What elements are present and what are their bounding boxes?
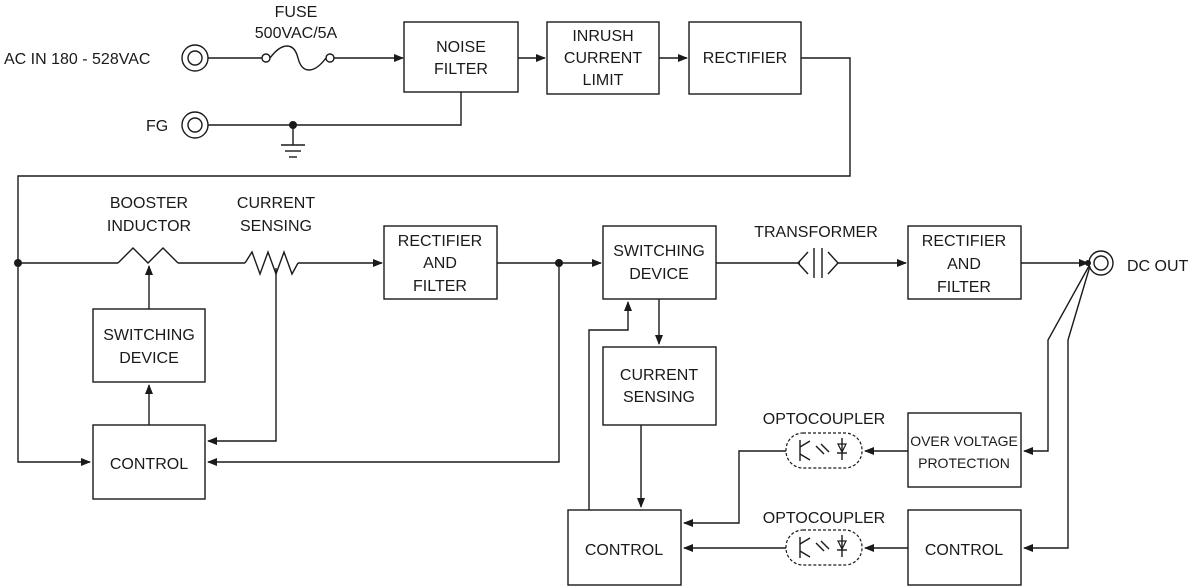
optocoupler-label-2: OPTOCOUPLER [763, 510, 885, 527]
control-right-block: CONTROL [907, 509, 1022, 586]
svg-text:CONTROL: CONTROL [925, 542, 1003, 559]
ground-symbol [208, 92, 462, 158]
svg-text:FILTER: FILTER [434, 61, 488, 78]
dc-out-label: DC OUT [1127, 258, 1189, 275]
fg-terminal [181, 111, 209, 139]
svg-text:SENSING: SENSING [623, 389, 695, 406]
ac-in-terminal [181, 44, 209, 72]
current-sensing-block: CURRENT SENSING [602, 346, 717, 426]
svg-text:NOISE: NOISE [436, 39, 486, 56]
svg-text:RECTIFIER: RECTIFIER [398, 233, 482, 250]
svg-text:CONTROL: CONTROL [110, 456, 188, 473]
svg-text:AND: AND [423, 255, 457, 272]
rectifier-and-filter-block-2: RECTIFIER AND FILTER [907, 225, 1022, 300]
svg-text:AND: AND [947, 256, 981, 273]
dc-out-terminal [1085, 250, 1114, 276]
rectifier-block: RECTIFIER [688, 21, 802, 95]
over-voltage-protection-block: OVER VOLTAGE PROTECTION [907, 412, 1022, 488]
switching-device-right-block: SWITCHING DEVICE [602, 225, 717, 300]
control-left-block: CONTROL [92, 424, 206, 500]
booster-label: BOOSTER [110, 195, 188, 212]
sensing-label: SENSING [240, 218, 312, 235]
svg-text:LIMIT: LIMIT [583, 72, 624, 89]
svg-text:SWITCHING: SWITCHING [103, 327, 195, 344]
svg-text:CURRENT: CURRENT [564, 50, 642, 67]
svg-text:RECTIFIER: RECTIFIER [922, 233, 1006, 250]
svg-text:INRUSH: INRUSH [572, 28, 633, 45]
svg-text:CONTROL: CONTROL [585, 542, 663, 559]
inrush-current-limit-block: INRUSH CURRENT LIMIT [546, 21, 660, 95]
optocoupler-label-1: OPTOCOUPLER [763, 411, 885, 428]
inductor-label: INDUCTOR [107, 218, 191, 235]
svg-text:DEVICE: DEVICE [119, 350, 179, 367]
svg-text:DEVICE: DEVICE [629, 266, 689, 283]
svg-text:CURRENT: CURRENT [620, 367, 698, 384]
transformer-label: TRANSFORMER [754, 224, 878, 241]
svg-text:FILTER: FILTER [937, 279, 991, 296]
current-label: CURRENT [237, 195, 315, 212]
noise-filter-block: NOISE FILTER [403, 21, 519, 93]
svg-text:OVER VOLTAGE: OVER VOLTAGE [910, 433, 1018, 449]
svg-text:FILTER: FILTER [413, 278, 467, 295]
optocoupler-symbol-1 [785, 432, 863, 469]
fuse-label: FUSE [275, 4, 318, 21]
fg-label: FG [146, 118, 168, 135]
fuse-rating-label: 500VAC/5A [255, 25, 338, 42]
rectifier-and-filter-block-1: RECTIFIER AND FILTER [383, 225, 498, 300]
ac-in-label: AC IN 180 - 528VAC [4, 51, 150, 68]
optocoupler-symbol-2 [785, 529, 863, 566]
transformer-symbol [797, 248, 839, 278]
svg-text:RECTIFIER: RECTIFIER [703, 50, 787, 67]
control-middle-block: CONTROL [567, 509, 682, 586]
svg-text:SWITCHING: SWITCHING [613, 243, 705, 260]
booster-inductor-symbol [117, 247, 179, 264]
svg-text:PROTECTION: PROTECTION [918, 455, 1010, 471]
current-sensing-resistor-symbol [244, 249, 299, 277]
fuse-symbol [208, 45, 404, 71]
switching-device-left-block: SWITCHING DEVICE [92, 308, 206, 383]
